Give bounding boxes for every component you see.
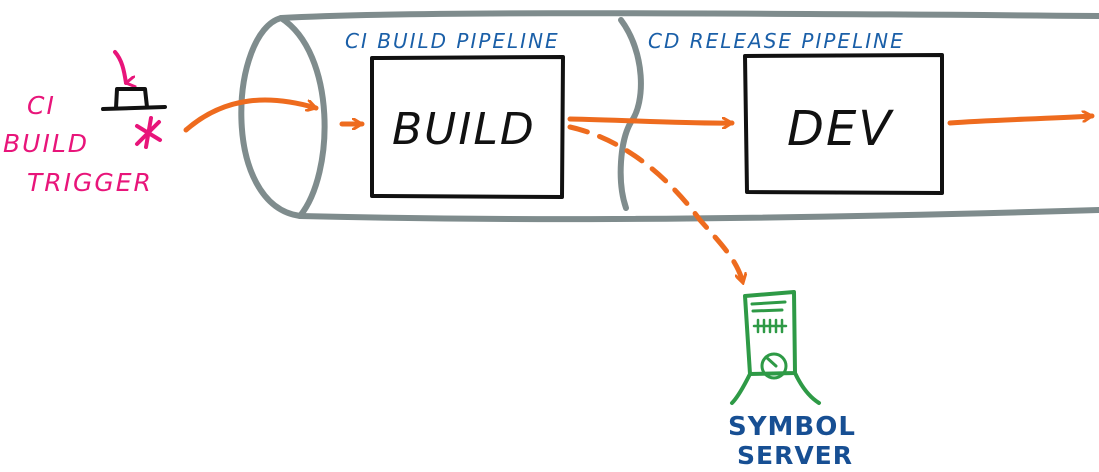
pipeline-cylinder [238,10,1099,223]
symbol-server-line-2: SERVER [737,441,853,470]
ci-trigger-icon [101,50,167,149]
cd-pipeline-label: CD RELEASE PIPELINE [648,29,905,53]
trigger-to-pipeline-arrow [183,97,316,133]
dev-outgoing-arrow [947,116,1095,126]
build-to-symbol-server-dashed-arrow [567,124,743,283]
ci-pipeline-label: CI BUILD PIPELINE [345,29,560,53]
build-stage-label: BUILD [392,104,536,155]
ci-build-trigger-label: CI BUILD TRIGGER [3,91,153,197]
dev-stage-label: DEV [787,101,894,157]
build-stage-box: BUILD [370,55,565,199]
dev-stage-box: DEV [743,53,944,195]
symbol-server-line-1: SYMBOL [728,412,856,442]
build-to-dev-arrow [567,116,735,123]
symbol-server-icon [730,290,821,405]
symbol-server-label: SYMBOL SERVER [728,412,856,470]
trigger-line-1: CI [27,91,56,120]
trigger-line-3: TRIGGER [27,168,153,197]
trigger-line-2: BUILD [3,129,89,158]
